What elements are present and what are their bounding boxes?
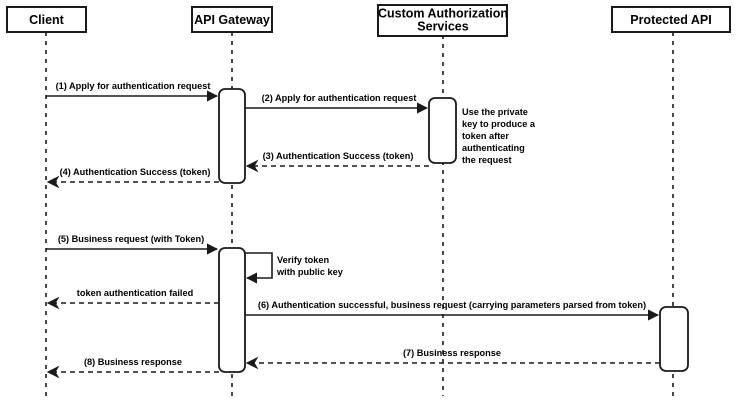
message-6[interactable]: (6) Authentication successful, business … [245,300,660,321]
activation-api-gateway-auth[interactable] [218,88,246,184]
message-5[interactable]: (5) Business request (with Token) [46,234,219,255]
self-message-verify-token-arrow [245,252,273,284]
note-use-private-key: Use the private key to produce a token a… [462,107,536,165]
participant-label-protected-api: Protected API [630,13,712,27]
self-message-verify-token-label-line1: Verify token [277,255,329,265]
note-line-5: the request [462,155,512,165]
participant-box-client [6,6,87,33]
message-token-authentication-failed[interactable]: token authentication failed [46,288,219,310]
message-token-authentication-failed-label: token authentication failed [77,288,193,298]
participant-label-client: Client [29,13,65,27]
message-4-label: (4) Authentication Success (token) [60,167,211,177]
message-6-label: (6) Authentication successful, business … [258,300,646,310]
message-1-label: (1) Apply for authentication request [56,81,211,91]
participant-box-api-gateway [191,6,273,33]
message-2[interactable]: (2) Apply for authentication request [245,93,429,114]
participant-box-custom-authorization-services [377,4,508,37]
message-4[interactable]: (4) Authentication Success (token) [46,167,219,189]
note-line-1: Use the private [462,107,528,117]
self-message-verify-token-label-line2: with public key [276,267,344,277]
note-line-2: key to produce a [462,119,536,129]
note-line-4: authenticating [462,143,525,153]
message-8-label: (8) Business response [84,357,182,367]
message-7-label: (7) Business response [403,348,501,358]
participant-protected-api[interactable]: Protected API [611,6,731,33]
message-7[interactable]: (7) Business response [245,348,660,370]
message-5-label: (5) Business request (with Token) [58,234,204,244]
participant-api-gateway[interactable]: API Gateway [191,6,273,33]
activation-protected-api[interactable] [659,306,689,372]
message-8[interactable]: (8) Business response [46,357,219,379]
participant-custom-authorization-services[interactable]: Custom Authorization Services [377,4,508,37]
participant-label-custom-authorization-services-line1: Custom Authorization [378,6,508,20]
self-message-verify-token[interactable]: Verify token with public key [245,252,344,284]
activation-custom-authorization-services[interactable] [428,97,457,164]
participant-client[interactable]: Client [6,6,87,33]
activation-api-gateway-business[interactable] [218,247,246,373]
note-line-3: token after [462,131,509,141]
message-2-label: (2) Apply for authentication request [262,93,417,103]
participant-label-api-gateway: API Gateway [194,13,270,27]
message-3[interactable]: (3) Authentication Success (token) [245,151,429,173]
message-1[interactable]: (1) Apply for authentication request [46,81,219,102]
participant-label-custom-authorization-services-line2: Services [417,19,468,33]
message-3-label: (3) Authentication Success (token) [263,151,414,161]
participant-box-protected-api [611,6,731,33]
lifelines [45,32,674,396]
